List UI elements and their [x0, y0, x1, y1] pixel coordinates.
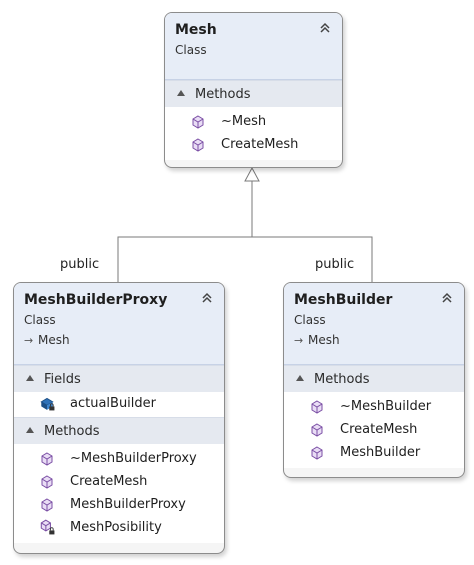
class-kind: Class: [24, 313, 56, 327]
section-toggle-icon[interactable]: [26, 427, 34, 433]
list-item[interactable]: CreateMesh: [165, 133, 342, 156]
member-list: ~MeshBuilder CreateMesh MeshBuilder: [284, 392, 464, 468]
member-label: ~MeshBuilderProxy: [70, 451, 197, 466]
list-item[interactable]: MeshBuilder: [284, 441, 464, 464]
method-icon: [41, 475, 53, 489]
base-class-label: Mesh: [38, 333, 70, 347]
collapse-icon[interactable]: [200, 291, 214, 305]
class-kind: Class: [294, 313, 326, 327]
member-label: ~Mesh: [221, 114, 267, 129]
collapse-icon[interactable]: [318, 21, 332, 35]
base-class-arrow-icon: →: [294, 334, 304, 347]
class-header: Mesh Class: [165, 13, 342, 80]
list-item[interactable]: MeshPosibility: [14, 516, 224, 539]
class-mesh[interactable]: Mesh Class Methods ~Mesh CreateMesh: [164, 12, 343, 168]
section-header-methods[interactable]: Methods: [14, 417, 224, 444]
method-icon: [311, 400, 323, 414]
connector-label-right: public: [315, 257, 355, 272]
class-base: → Mesh: [24, 332, 214, 349]
class-header: MeshBuilderProxy Class → Mesh: [14, 283, 224, 365]
section-label: Methods: [195, 87, 251, 102]
member-label: MeshBuilderProxy: [70, 497, 186, 512]
method-icon: [311, 423, 323, 437]
member-label: MeshBuilder: [340, 445, 421, 460]
section-toggle-icon[interactable]: [177, 90, 185, 96]
collapse-icon[interactable]: [440, 291, 454, 305]
method-icon: [41, 452, 53, 466]
member-label: MeshPosibility: [70, 520, 162, 535]
member-label: CreateMesh: [221, 137, 299, 152]
member-list: ~Mesh CreateMesh: [165, 107, 342, 160]
base-class-label: Mesh: [308, 333, 340, 347]
member-list: actualBuilder: [14, 392, 224, 417]
connector-label-left: public: [60, 257, 100, 272]
base-class-arrow-icon: →: [24, 334, 34, 347]
method-icon: [192, 138, 204, 152]
list-item[interactable]: CreateMesh: [14, 470, 224, 493]
class-name: Mesh: [175, 22, 217, 38]
class-base: → Mesh: [294, 332, 454, 349]
class-kind: Class: [175, 43, 207, 57]
method-icon: [41, 498, 53, 512]
list-item[interactable]: ~MeshBuilderProxy: [14, 447, 224, 470]
class-name: MeshBuilder: [294, 292, 393, 308]
member-label: actualBuilder: [70, 396, 157, 411]
list-item[interactable]: ~MeshBuilder: [284, 395, 464, 418]
class-meshbuilder[interactable]: MeshBuilder Class → Mesh Methods ~MeshBui…: [283, 282, 465, 478]
member-label: CreateMesh: [70, 474, 148, 489]
section-header-methods[interactable]: Methods: [165, 80, 342, 107]
private-field-icon: [40, 397, 55, 411]
method-icon: [192, 115, 204, 129]
list-item[interactable]: CreateMesh: [284, 418, 464, 441]
list-item[interactable]: MeshBuilderProxy: [14, 493, 224, 516]
class-meshbuilderproxy[interactable]: MeshBuilderProxy Class → Mesh Fields actu…: [13, 282, 225, 554]
section-label: Methods: [314, 372, 370, 387]
member-list: ~MeshBuilderProxy CreateMesh MeshBuilder…: [14, 444, 224, 543]
member-label: CreateMesh: [340, 422, 418, 437]
method-icon: [311, 446, 323, 460]
section-header-methods[interactable]: Methods: [284, 365, 464, 392]
class-name: MeshBuilderProxy: [24, 292, 168, 308]
private-method-icon: [40, 519, 55, 535]
section-toggle-icon[interactable]: [26, 375, 34, 381]
section-label: Fields: [44, 372, 81, 387]
list-item[interactable]: ~Mesh: [165, 110, 342, 133]
class-header: MeshBuilder Class → Mesh: [284, 283, 464, 365]
list-item[interactable]: actualBuilder: [14, 392, 224, 415]
section-label: Methods: [44, 424, 100, 439]
member-label: ~MeshBuilder: [340, 399, 432, 414]
inheritance-arrow-icon: [244, 166, 260, 182]
section-header-fields[interactable]: Fields: [14, 365, 224, 392]
section-toggle-icon[interactable]: [296, 375, 304, 381]
